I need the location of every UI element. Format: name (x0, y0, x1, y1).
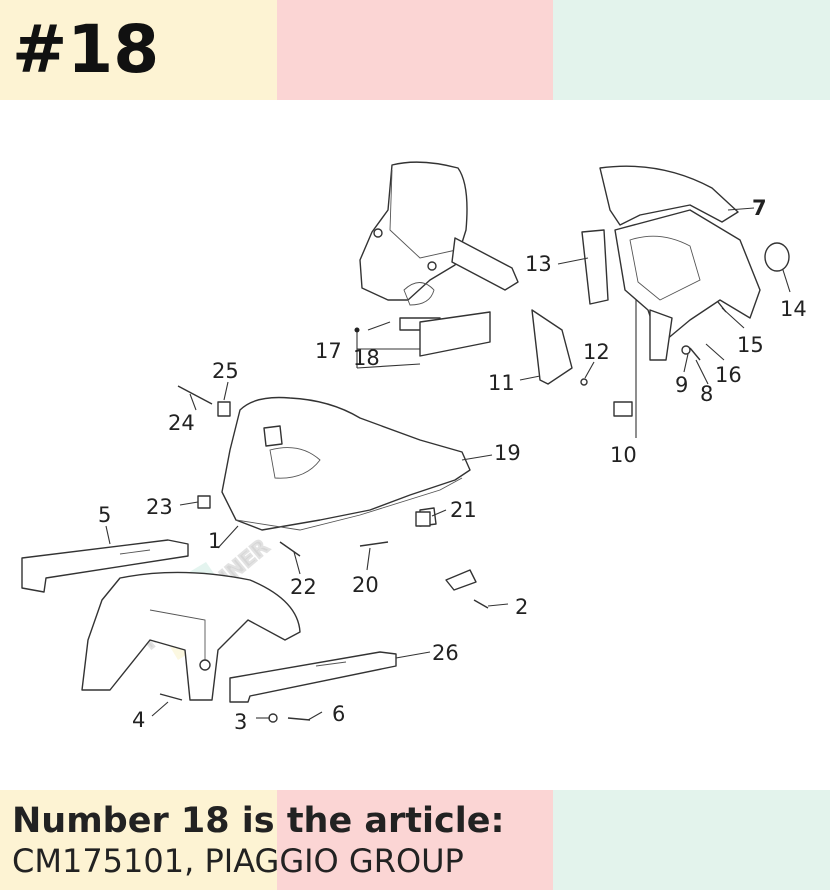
callout-11: 11 (488, 371, 515, 395)
callout-1: 1 (208, 529, 221, 553)
callout-4: 4 (132, 708, 145, 732)
front-shield-part (221, 396, 471, 531)
callout-8: 8 (700, 382, 713, 406)
callout-labels: 7 13 14 15 16 8 9 10 11 12 17 18 19 21 2… (98, 196, 807, 734)
callout-10: 10 (610, 443, 637, 467)
callout-9: 9 (675, 373, 688, 397)
callout-14: 14 (780, 297, 807, 321)
leader-lines (105, 207, 791, 721)
callout-19: 19 (494, 441, 521, 465)
callout-12: 12 (583, 340, 610, 364)
callout-6: 6 (332, 702, 345, 726)
header-band-pink (277, 0, 553, 100)
callout-24: 24 (168, 411, 195, 435)
callout-3: 3 (234, 710, 247, 734)
footer-band (0, 790, 830, 890)
callout-17: 17 (315, 339, 342, 363)
article-caption: Number 18 is the article: (12, 801, 505, 841)
callout-13: 13 (525, 252, 552, 276)
callout-16: 16 (715, 363, 742, 387)
article-code: CM175101, PIAGGIO GROUP (12, 842, 464, 880)
header-band-mint (553, 0, 830, 100)
callout-5: 5 (98, 503, 111, 527)
header-band-yellow (0, 0, 277, 100)
callout-22: 22 (290, 575, 317, 599)
footer-band-mint (553, 790, 830, 890)
front-fairing-part (531, 165, 790, 385)
side-bracket-parts (21, 539, 397, 703)
callout-23: 23 (146, 495, 173, 519)
callout-7: 7 (752, 196, 767, 220)
callout-18: 18 (353, 346, 380, 370)
footer-band-pink (277, 790, 553, 890)
header-band (0, 0, 830, 100)
callout-20: 20 (352, 573, 379, 597)
parts-diagram: MOTOMUNER (21, 161, 807, 734)
footer-band-yellow (0, 790, 277, 890)
callout-2: 2 (515, 595, 528, 619)
callout-26: 26 (432, 641, 459, 665)
front-mudguard-part (81, 571, 301, 701)
callout-15: 15 (737, 333, 764, 357)
callout-21: 21 (450, 498, 477, 522)
headlight-housing-part (359, 161, 519, 357)
callout-25: 25 (212, 359, 239, 383)
hardware-parts (159, 301, 727, 723)
page-title: #18 (12, 11, 160, 88)
